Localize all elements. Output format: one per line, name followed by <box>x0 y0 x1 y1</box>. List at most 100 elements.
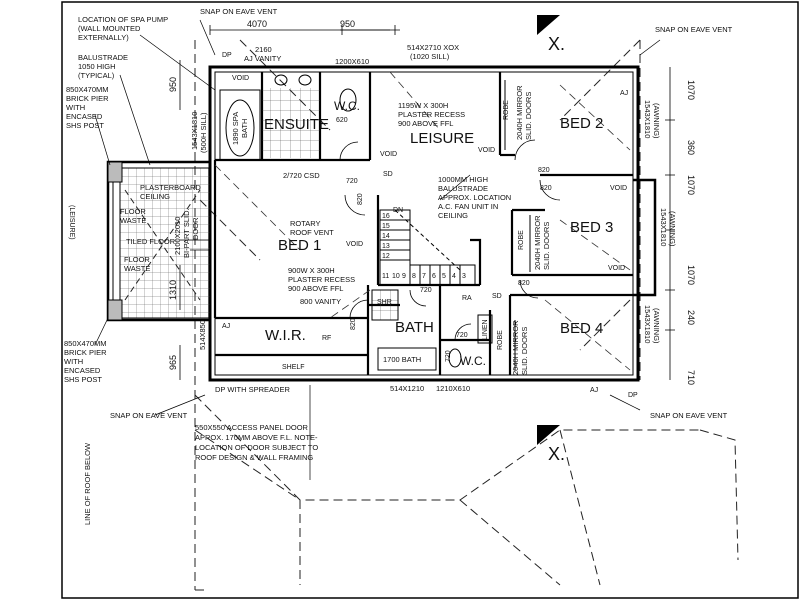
svg-text:2040H MIRROR: 2040H MIRROR <box>511 320 520 375</box>
note-mirror-doors-bed4: 2040H MIRROR SLID. DOORS <box>511 320 529 375</box>
svg-text:FLOOR: FLOOR <box>120 207 146 216</box>
robe-label-bed4: ROBE <box>497 330 504 350</box>
svg-text:SLID. DOORS: SLID. DOORS <box>520 327 529 375</box>
note-floor-waste-1: FLOOR WASTE <box>120 207 146 225</box>
stair-number: 4 <box>452 273 456 280</box>
svg-text:1543X1810: 1543X1810 <box>190 112 199 150</box>
wc-bottom-toilet <box>448 348 462 368</box>
sd-label-2: SD <box>492 293 502 300</box>
void-label-bed3: VOID <box>608 265 625 272</box>
note-brick-pier-top: 850X470MM BRICK PIER WITH ENCASED SHS PO… <box>66 85 109 130</box>
leisure-side-label: (LEISURE) <box>68 205 75 240</box>
room-label-wc-bottom: W.C. <box>460 354 486 368</box>
dim-720-b: 720 <box>420 287 432 294</box>
svg-text:550X550 ACCESS PANEL DOOR: 550X550 ACCESS PANEL DOOR <box>195 423 309 432</box>
svg-text:2040H MIRROR: 2040H MIRROR <box>515 85 524 140</box>
wc-top-toilet <box>339 88 357 112</box>
note-800-vanity: 800 VANITY <box>300 297 341 306</box>
svg-text:BALUSTRADE: BALUSTRADE <box>438 184 488 193</box>
aj-label-bed2: AJ <box>620 90 628 97</box>
vanity-basin-1 <box>274 74 288 86</box>
note-balustrade: BALUSTRADE 1050 HIGH (TYPICAL) <box>78 53 128 80</box>
shower-label: SHR <box>377 299 392 306</box>
stair-number: 6 <box>432 273 436 280</box>
svg-text:(TYPICAL): (TYPICAL) <box>78 71 115 80</box>
svg-text:BALUSTRADE: BALUSTRADE <box>78 53 128 62</box>
stair-number: 5 <box>442 273 446 280</box>
svg-text:CEILING: CEILING <box>438 211 468 220</box>
svg-text:900 ABOVE FFL: 900 ABOVE FFL <box>398 119 453 128</box>
svg-text:514X2710 XOX: 514X2710 XOX <box>407 43 459 52</box>
shower <box>371 289 399 321</box>
note-brick-pier-bottom: 850X470MM BRICK PIER WITH ENCASED SHS PO… <box>64 339 107 384</box>
svg-text:1050 HIGH: 1050 HIGH <box>78 62 116 71</box>
bath-tub <box>377 347 437 371</box>
svg-text:ROOF VENT: ROOF VENT <box>290 228 334 237</box>
svg-text:BRICK PIER: BRICK PIER <box>66 94 109 103</box>
stair-number: 11 <box>382 273 389 280</box>
room-label-wc-top: W.C. <box>334 99 360 113</box>
ceiling-lines <box>214 71 631 371</box>
note-floor-waste-2: FLOOR WASTE <box>124 255 150 273</box>
note-csd: 2/720 CSD <box>283 171 320 180</box>
note-spa-pump: LOCATION OF SPA PUMP (WALL MOUNTED EXTER… <box>78 15 168 42</box>
void-label-stair: VOID <box>346 241 363 248</box>
dim-240: 240 <box>686 310 696 325</box>
note-mirror-doors-bed3: 2040H MIRROR SLID. DOORS <box>533 215 551 270</box>
linen-label: LINEN <box>482 319 489 340</box>
svg-text:AJ VANITY: AJ VANITY <box>244 54 281 63</box>
window-bed2: 1543X1810 (AWNING) <box>643 100 661 139</box>
svg-text:APROX. 170MM ABOVE F.L. NOTE-: APROX. 170MM ABOVE F.L. NOTE- <box>195 433 318 442</box>
svg-text:BATH: BATH <box>240 119 249 138</box>
svg-text:BI-PART SLID.: BI-PART SLID. <box>182 208 191 258</box>
svg-text:DOOR: DOOR <box>191 217 200 240</box>
svg-text:EXTERNALLY): EXTERNALLY) <box>78 33 129 42</box>
room-label-leisure: LEISURE <box>410 130 474 147</box>
ensuite-tiles <box>262 88 320 158</box>
svg-text:WASTE: WASTE <box>120 216 146 225</box>
room-label-ensuite: ENSUITE <box>264 116 329 133</box>
dim-1310: 1310 <box>168 280 178 300</box>
dimension-lines <box>179 25 675 380</box>
room-label-bed4: BED 4 <box>560 320 603 337</box>
stair-number: 8 <box>412 273 416 280</box>
svg-text:(WALL MOUNTED: (WALL MOUNTED <box>78 24 141 33</box>
dim-4070: 4070 <box>247 19 267 29</box>
svg-text:BRICK PIER: BRICK PIER <box>64 348 107 357</box>
vanity-basin-2 <box>298 74 312 86</box>
stair-number: 9 <box>402 273 406 280</box>
svg-text:SHS POST: SHS POST <box>64 375 102 384</box>
note-snap-vent-bottom-left: SNAP ON EAVE VENT <box>110 411 188 420</box>
aj-label-bed4: AJ <box>590 387 598 394</box>
svg-text:2100X2010: 2100X2010 <box>173 217 182 255</box>
dim-820-d: 820 <box>350 318 357 330</box>
stair-number: 3 <box>462 273 466 280</box>
note-plaster-recess-bed1: 900W X 300H PLASTER RECESS 900 ABOVE FFL <box>288 266 355 293</box>
svg-text:CEILING: CEILING <box>140 192 170 201</box>
window-bottom-2: 1210X610 <box>436 384 470 393</box>
svg-text:900 ABOVE FFL: 900 ABOVE FFL <box>288 284 343 293</box>
svg-text:1543X1810: 1543X1810 <box>643 305 652 343</box>
window-ensuite: 1543X1810 (500H SILL) <box>190 112 208 153</box>
svg-text:900W X 300H: 900W X 300H <box>288 266 335 275</box>
stair-number: 7 <box>422 273 426 280</box>
dim-950-left: 950 <box>168 77 178 92</box>
room-label-bed1: BED 1 <box>278 237 321 254</box>
section-marker-top <box>537 15 560 35</box>
svg-text:(500H SILL): (500H SILL) <box>199 112 208 153</box>
dim-820-a: 820 <box>538 167 550 174</box>
dim-720-c: 720 <box>456 332 468 339</box>
dim-710: 710 <box>686 370 696 385</box>
svg-text:WITH: WITH <box>66 103 85 112</box>
void-label-bed2: VOID <box>478 147 495 154</box>
stair-number: 13 <box>382 243 390 250</box>
svg-text:LOCATION OF DOOR SUBJECT TO: LOCATION OF DOOR SUBJECT TO <box>195 443 318 452</box>
dim-720-a: 720 <box>346 178 358 185</box>
section-mark-top: X. <box>548 34 565 54</box>
brick-pier-bottom <box>107 299 123 321</box>
window-bottom-1: 514X1210 <box>390 384 424 393</box>
svg-text:850X470MM: 850X470MM <box>64 339 107 348</box>
sd-label-1: SD <box>383 171 393 178</box>
dim-1070-c: 1070 <box>686 265 696 285</box>
